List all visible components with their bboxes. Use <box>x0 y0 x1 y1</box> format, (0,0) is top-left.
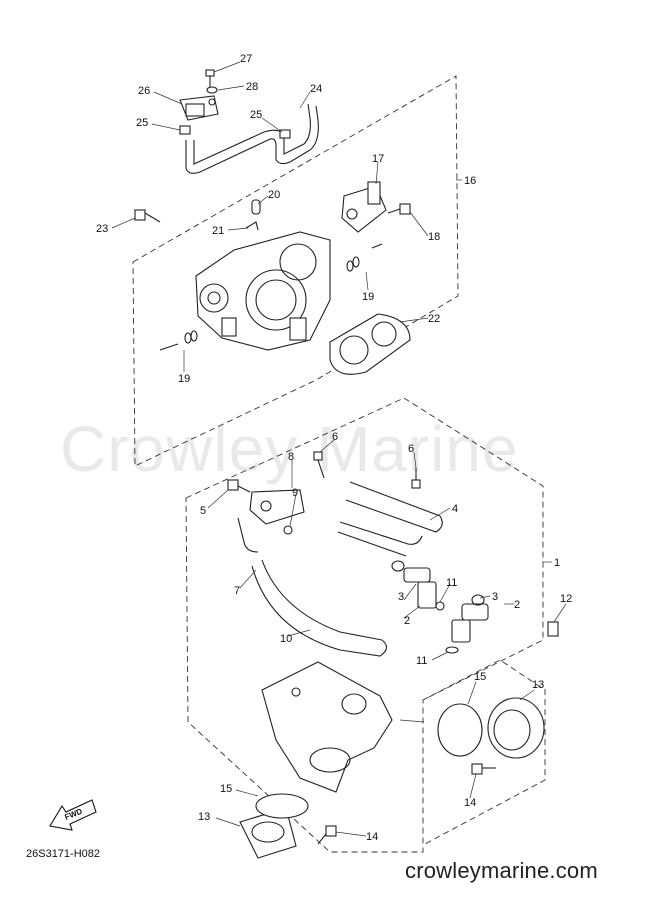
callout-15-upper: 15 <box>474 671 486 683</box>
screw-14-upper <box>471 763 496 775</box>
o-ring-11-upper <box>435 601 445 611</box>
site-url-link[interactable]: crowleymarine.com <box>405 858 598 883</box>
cap-20 <box>251 199 261 215</box>
callout-7: 7 <box>234 585 240 597</box>
assembly-1-outline <box>185 397 544 853</box>
sensor-17 <box>341 181 387 233</box>
fwd-arrow-icon: FWD <box>49 799 97 831</box>
callout-12: 12 <box>560 593 572 605</box>
screw-set-19-left <box>159 330 198 351</box>
callout-6-right: 6 <box>408 443 414 455</box>
hose-fitting-7 <box>237 517 259 553</box>
screw-18 <box>387 203 411 215</box>
o-ring-9 <box>283 525 293 535</box>
intake-joint-13-upper <box>487 697 545 759</box>
washer-28 <box>206 86 218 94</box>
intake-outline <box>422 659 546 846</box>
callout-13-lower: 13 <box>198 811 210 823</box>
watermark: Crowley Marine <box>60 413 519 485</box>
vacuum-hose-24-inner <box>193 103 311 165</box>
callout-20: 20 <box>268 189 280 201</box>
callout-13-upper: 13 <box>532 679 544 691</box>
callout-25-left: 25 <box>136 117 148 129</box>
callout-1: 1 <box>554 557 560 569</box>
callout-14-lower: 14 <box>366 831 378 843</box>
screw-23 <box>134 209 161 223</box>
clamp-25-right <box>279 129 291 139</box>
hose-clamp-15-lower <box>255 793 309 819</box>
throttle-position-sensor-26 <box>179 95 219 121</box>
callout-19-left: 19 <box>178 373 190 385</box>
screw-14-lower <box>317 825 337 845</box>
fuel-rail-4 <box>337 481 443 557</box>
callout-2-left: 2 <box>404 615 410 627</box>
callout-11-lower: 11 <box>416 655 427 667</box>
callout-10: 10 <box>280 633 292 645</box>
clip-12 <box>547 621 559 637</box>
callout-23: 23 <box>96 223 108 235</box>
callout-27: 27 <box>240 53 252 65</box>
vacuum-hose-24 <box>185 105 319 174</box>
clamp-25-left <box>179 125 191 135</box>
throttle-body-16 <box>195 231 331 351</box>
callout-15-lower: 15 <box>220 783 232 795</box>
callout-21: 21 <box>212 225 224 237</box>
gasket-22 <box>329 313 411 375</box>
injector-2-lower <box>451 594 489 643</box>
callout-22: 22 <box>428 313 440 325</box>
callout-11-upper: 11 <box>446 577 457 589</box>
screw-set-19-right <box>346 243 383 272</box>
callout-25-right: 25 <box>250 109 262 121</box>
bolt-6-right <box>411 468 421 489</box>
callout-8: 8 <box>288 451 294 463</box>
clip-21 <box>245 221 259 231</box>
callout-28: 28 <box>246 81 258 93</box>
callout-2-right: 2 <box>514 599 520 611</box>
callout-3-right: 3 <box>492 591 498 603</box>
pressure-regulator-8 <box>249 489 305 525</box>
callout-24: 24 <box>310 83 322 95</box>
callout-26: 26 <box>138 85 150 97</box>
bolt-6-left <box>313 451 325 479</box>
callout-labels: 27 28 26 24 25 25 17 16 20 23 21 18 19 2… <box>96 53 572 843</box>
callout-3-left: 3 <box>398 591 404 603</box>
injector-2-upper <box>391 560 437 609</box>
callout-18: 18 <box>428 231 440 243</box>
intake-manifold <box>261 661 393 793</box>
hose-clamp-15-upper <box>437 703 483 757</box>
leader-lines <box>111 61 567 837</box>
callout-9: 9 <box>292 487 298 499</box>
callout-17: 17 <box>372 153 384 165</box>
callout-4: 4 <box>452 503 458 515</box>
callout-5: 5 <box>200 505 206 517</box>
callout-16: 16 <box>464 175 476 187</box>
callout-6-left: 6 <box>332 431 338 443</box>
hose-10 <box>251 559 388 657</box>
o-ring-11-lower <box>445 646 459 654</box>
callout-14-upper: 14 <box>464 797 476 809</box>
screw-5 <box>227 479 251 493</box>
drawing-code: 26S3171-H082 <box>26 848 101 860</box>
callout-19-right: 19 <box>362 291 374 303</box>
